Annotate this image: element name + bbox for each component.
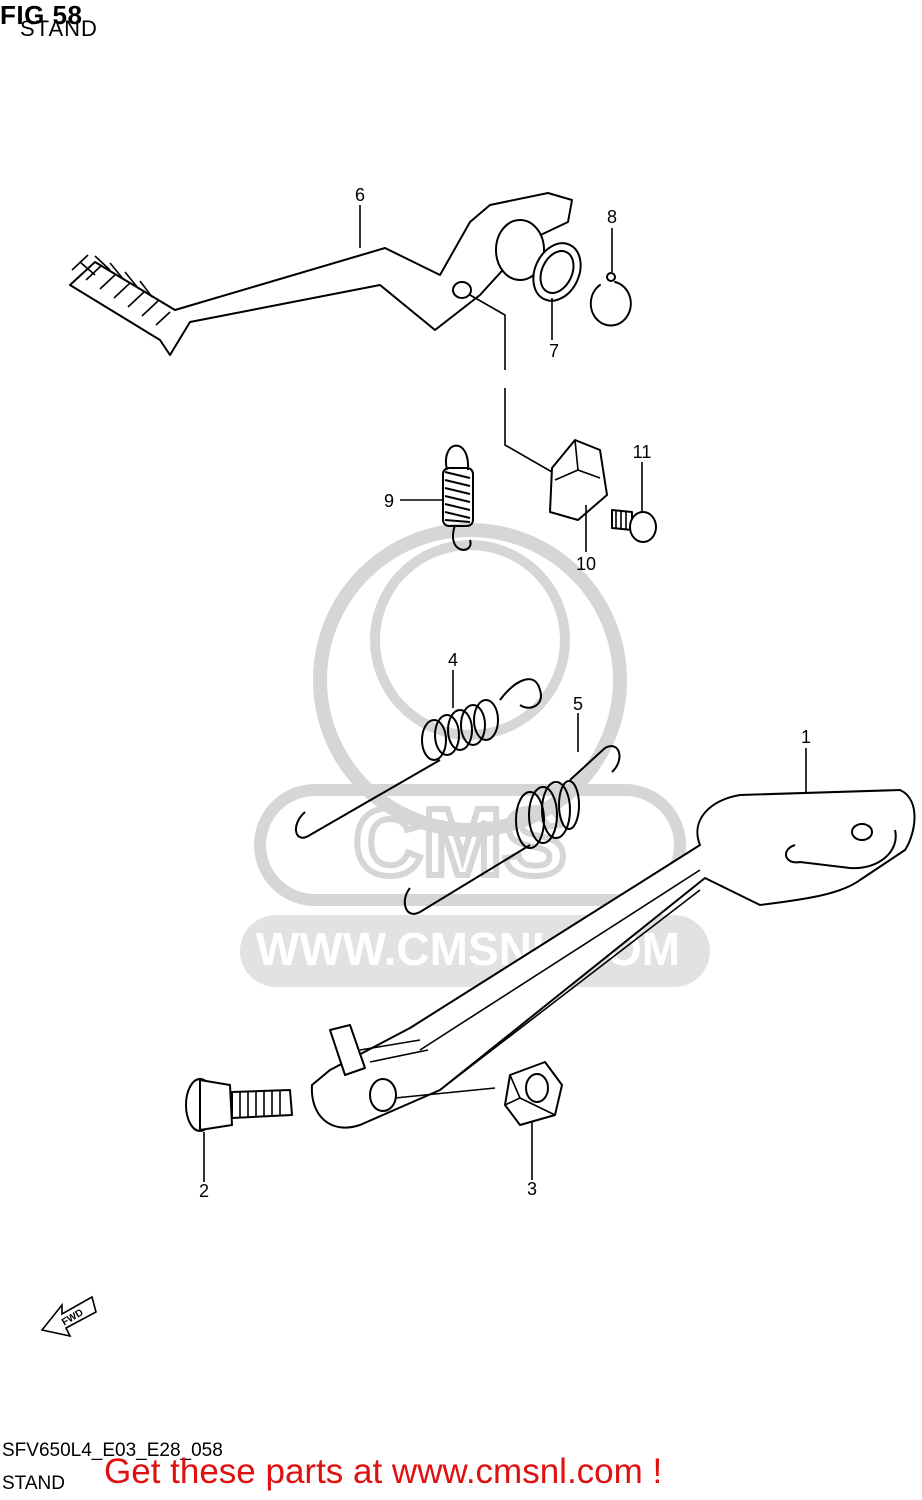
figure-subtitle: STAND (20, 16, 98, 41)
callout-2: 2 (199, 1181, 209, 1201)
part-6-pedal (69, 192, 573, 356)
part-9-spring (442, 444, 474, 551)
callout-3: 3 (527, 1179, 537, 1199)
promo-link[interactable]: Get these parts at www.cmsnl.com ! (104, 1452, 663, 1491)
part-11-bolt (611, 509, 657, 543)
watermark-brand: CMS (353, 789, 566, 896)
section-name: STAND (2, 1473, 65, 1494)
figure-title: FIG 58 (0, 0, 83, 30)
callout-10: 10 (576, 554, 596, 574)
part-10-bracket (549, 439, 608, 521)
part-2-bolt (185, 1078, 293, 1132)
callout-4: 4 (448, 650, 458, 670)
part-1-side-stand (310, 789, 916, 1129)
callout-11: 11 (633, 442, 652, 462)
part-4-spring (295, 678, 542, 839)
callout-8: 8 (607, 207, 617, 227)
callout-7: 7 (549, 341, 559, 361)
part-5-spring (403, 745, 621, 915)
callout-5: 5 (573, 694, 583, 714)
assembly-line-6-10 (469, 294, 553, 473)
callout-9: 9 (384, 491, 394, 511)
leader-lines (203, 205, 807, 1182)
fwd-arrow-icon: FWD (40, 1295, 97, 1338)
part-7-washer (532, 242, 582, 302)
part-3-nut (504, 1061, 563, 1126)
callout-1: 1 (801, 727, 811, 747)
diagram-code: SFV650L4_E03_E28_058 (2, 1440, 223, 1461)
callout-6: 6 (355, 185, 365, 205)
part-8-circlip (589, 272, 632, 327)
